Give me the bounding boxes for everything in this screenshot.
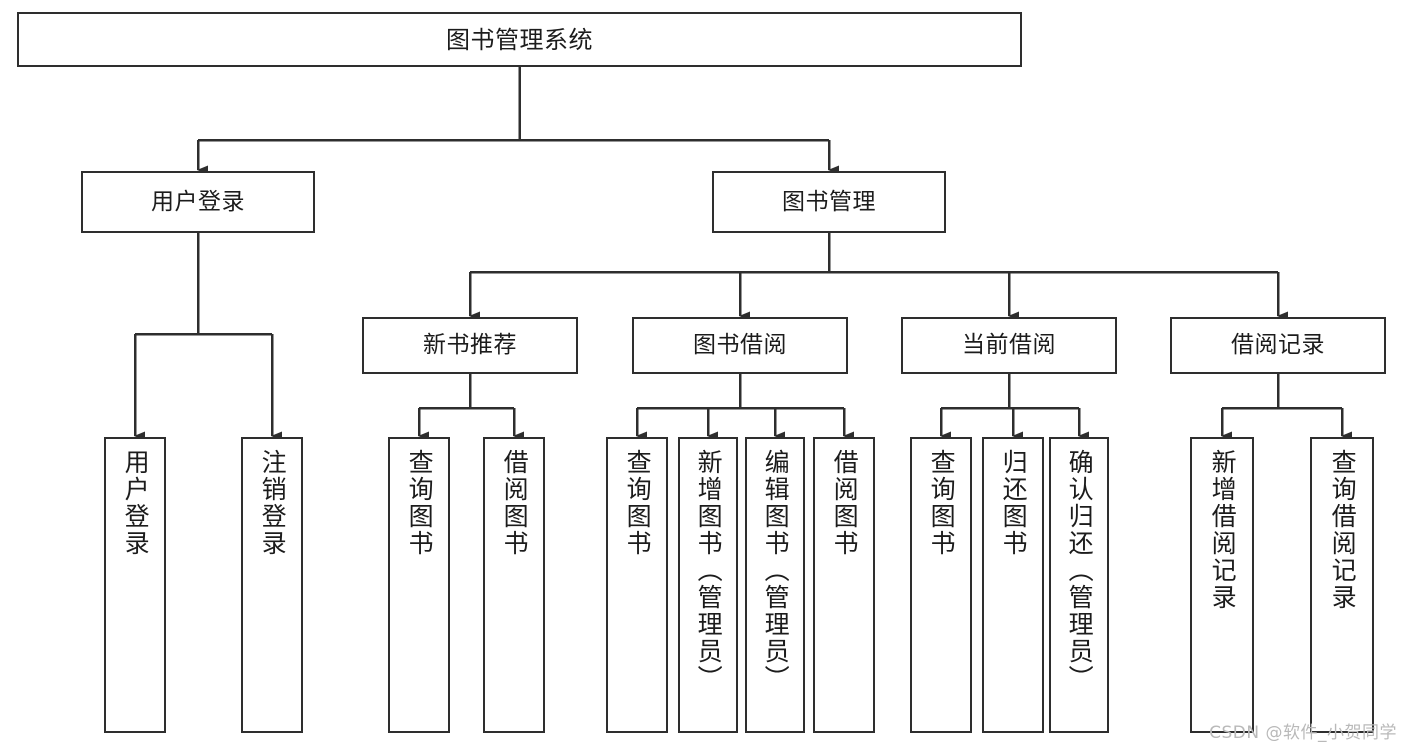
- node-label: 用户登录: [121, 449, 151, 557]
- node-label: 新增图书（管理员）: [694, 449, 724, 692]
- node-label: 查询借阅记录: [1328, 449, 1358, 611]
- node-leaf-edit-book[interactable]: 编辑图书（管理员）: [745, 437, 805, 733]
- node-root[interactable]: 图书管理系统: [17, 12, 1022, 67]
- node-label: 编辑图书（管理员）: [761, 449, 791, 692]
- node-leaf-add-rec[interactable]: 新增借阅记录: [1190, 437, 1254, 733]
- node-user-login[interactable]: 用户登录: [81, 171, 315, 233]
- node-label: 查询图书: [927, 449, 957, 557]
- node-leaf-query-rec[interactable]: 查询借阅记录: [1310, 437, 1374, 733]
- node-borrow-record[interactable]: 借阅记录: [1170, 317, 1386, 374]
- node-label: 图书管理系统: [446, 25, 593, 54]
- node-leaf-borrow-1[interactable]: 借阅图书: [483, 437, 545, 733]
- node-new-book-rec[interactable]: 新书推荐: [362, 317, 578, 374]
- node-label: 查询图书: [405, 449, 435, 557]
- node-label: 注销登录: [258, 449, 288, 557]
- node-leaf-query-3[interactable]: 查询图书: [910, 437, 972, 733]
- edge-layer: [133, 67, 1352, 441]
- node-leaf-confirm[interactable]: 确认归还（管理员）: [1049, 437, 1109, 733]
- node-leaf-logout[interactable]: 注销登录: [241, 437, 303, 733]
- node-leaf-add-book[interactable]: 新增图书（管理员）: [678, 437, 738, 733]
- csdn-watermark: CSDN @软件_小贺同学: [1209, 723, 1397, 743]
- node-current-borrow[interactable]: 当前借阅: [901, 317, 1117, 374]
- node-label: 查询图书: [623, 449, 653, 557]
- node-book-mgmt[interactable]: 图书管理: [712, 171, 946, 233]
- node-leaf-query-2[interactable]: 查询图书: [606, 437, 668, 733]
- node-label: 借阅图书: [830, 449, 860, 557]
- node-label: 归还图书: [999, 449, 1029, 557]
- node-leaf-borrow-2[interactable]: 借阅图书: [813, 437, 875, 733]
- node-label: 借阅记录: [1231, 332, 1325, 359]
- node-label: 图书借阅: [693, 332, 787, 359]
- node-label: 当前借阅: [962, 332, 1056, 359]
- node-leaf-return[interactable]: 归还图书: [982, 437, 1044, 733]
- node-leaf-user-login[interactable]: 用户登录: [104, 437, 166, 733]
- node-label: 确认归还（管理员）: [1065, 449, 1095, 692]
- node-label: 用户登录: [151, 188, 245, 215]
- node-book-borrow[interactable]: 图书借阅: [632, 317, 848, 374]
- node-label: 借阅图书: [500, 449, 530, 557]
- node-label: 新书推荐: [423, 332, 517, 359]
- node-label: 新增借阅记录: [1208, 449, 1238, 611]
- node-label: 图书管理: [782, 188, 876, 215]
- node-leaf-query-1[interactable]: 查询图书: [388, 437, 450, 733]
